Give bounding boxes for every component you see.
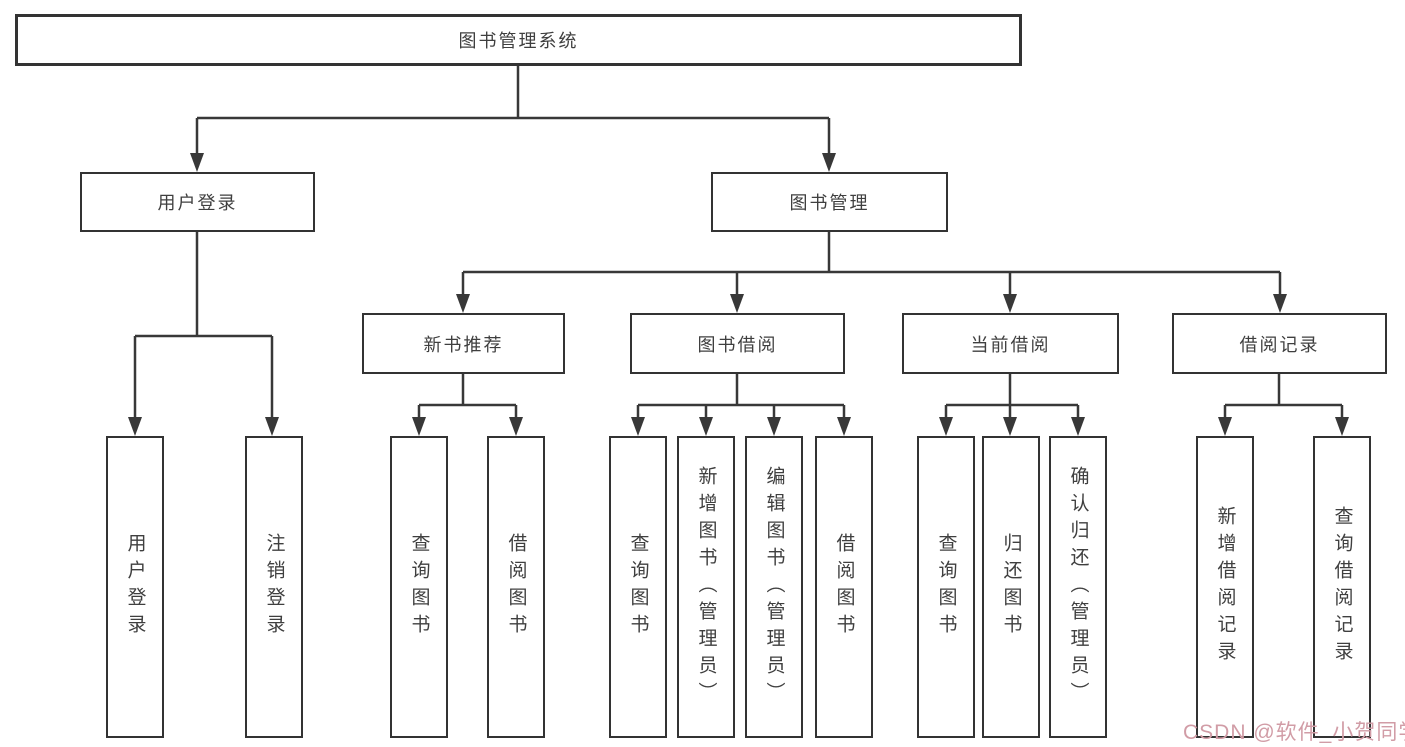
leaf-add-book-admin: 新增图书（管理员） (677, 436, 735, 738)
node-borrowing-records: 借阅记录 (1172, 313, 1387, 374)
arrowhead-icon (837, 417, 851, 436)
arrowhead-icon (265, 417, 279, 436)
node-user-login-module: 用户登录 (80, 172, 315, 232)
arrowhead-icon (412, 417, 426, 436)
leaf-query-books-recommend: 查询图书 (390, 436, 448, 738)
leaf-edit-book-admin: 编辑图书（管理员） (745, 436, 803, 738)
leaf-borrow-books: 借阅图书 (815, 436, 873, 738)
arrowhead-icon (767, 417, 781, 436)
csdn-watermark: CSDN @软件_小贺同学 (1183, 721, 1405, 744)
node-book-management-module: 图书管理 (711, 172, 948, 232)
arrowhead-icon (1003, 417, 1017, 436)
arrowhead-icon (699, 417, 713, 436)
node-library-management-system: 图书管理系统 (15, 14, 1022, 66)
leaf-add-borrow-record: 新增借阅记录 (1196, 436, 1254, 738)
arrowhead-icon (631, 417, 645, 436)
arrowhead-icon (509, 417, 523, 436)
arrowhead-icon (939, 417, 953, 436)
node-book-borrowing: 图书借阅 (630, 313, 845, 374)
leaf-return-book: 归还图书 (982, 436, 1040, 738)
arrowhead-icon (456, 294, 470, 313)
leaf-query-borrow-record: 查询借阅记录 (1313, 436, 1371, 738)
leaf-borrow-books-recommend: 借阅图书 (487, 436, 545, 738)
leaf-query-books-current: 查询图书 (917, 436, 975, 738)
leaf-user-login: 用户登录 (106, 436, 164, 738)
arrowhead-icon (1003, 294, 1017, 313)
arrowhead-icon (1218, 417, 1232, 436)
arrowhead-icon (1071, 417, 1085, 436)
leaf-confirm-return-admin: 确认归还（管理员） (1049, 436, 1107, 738)
arrowhead-icon (1335, 417, 1349, 436)
arrowhead-icon (1273, 294, 1287, 313)
arrowhead-icon (128, 417, 142, 436)
node-current-borrowing: 当前借阅 (902, 313, 1119, 374)
arrowhead-icon (822, 153, 836, 172)
node-new-book-recommendation: 新书推荐 (362, 313, 565, 374)
leaf-query-books-borrow: 查询图书 (609, 436, 667, 738)
arrowhead-icon (190, 153, 204, 172)
leaf-logout: 注销登录 (245, 436, 303, 738)
arrowhead-icon (730, 294, 744, 313)
